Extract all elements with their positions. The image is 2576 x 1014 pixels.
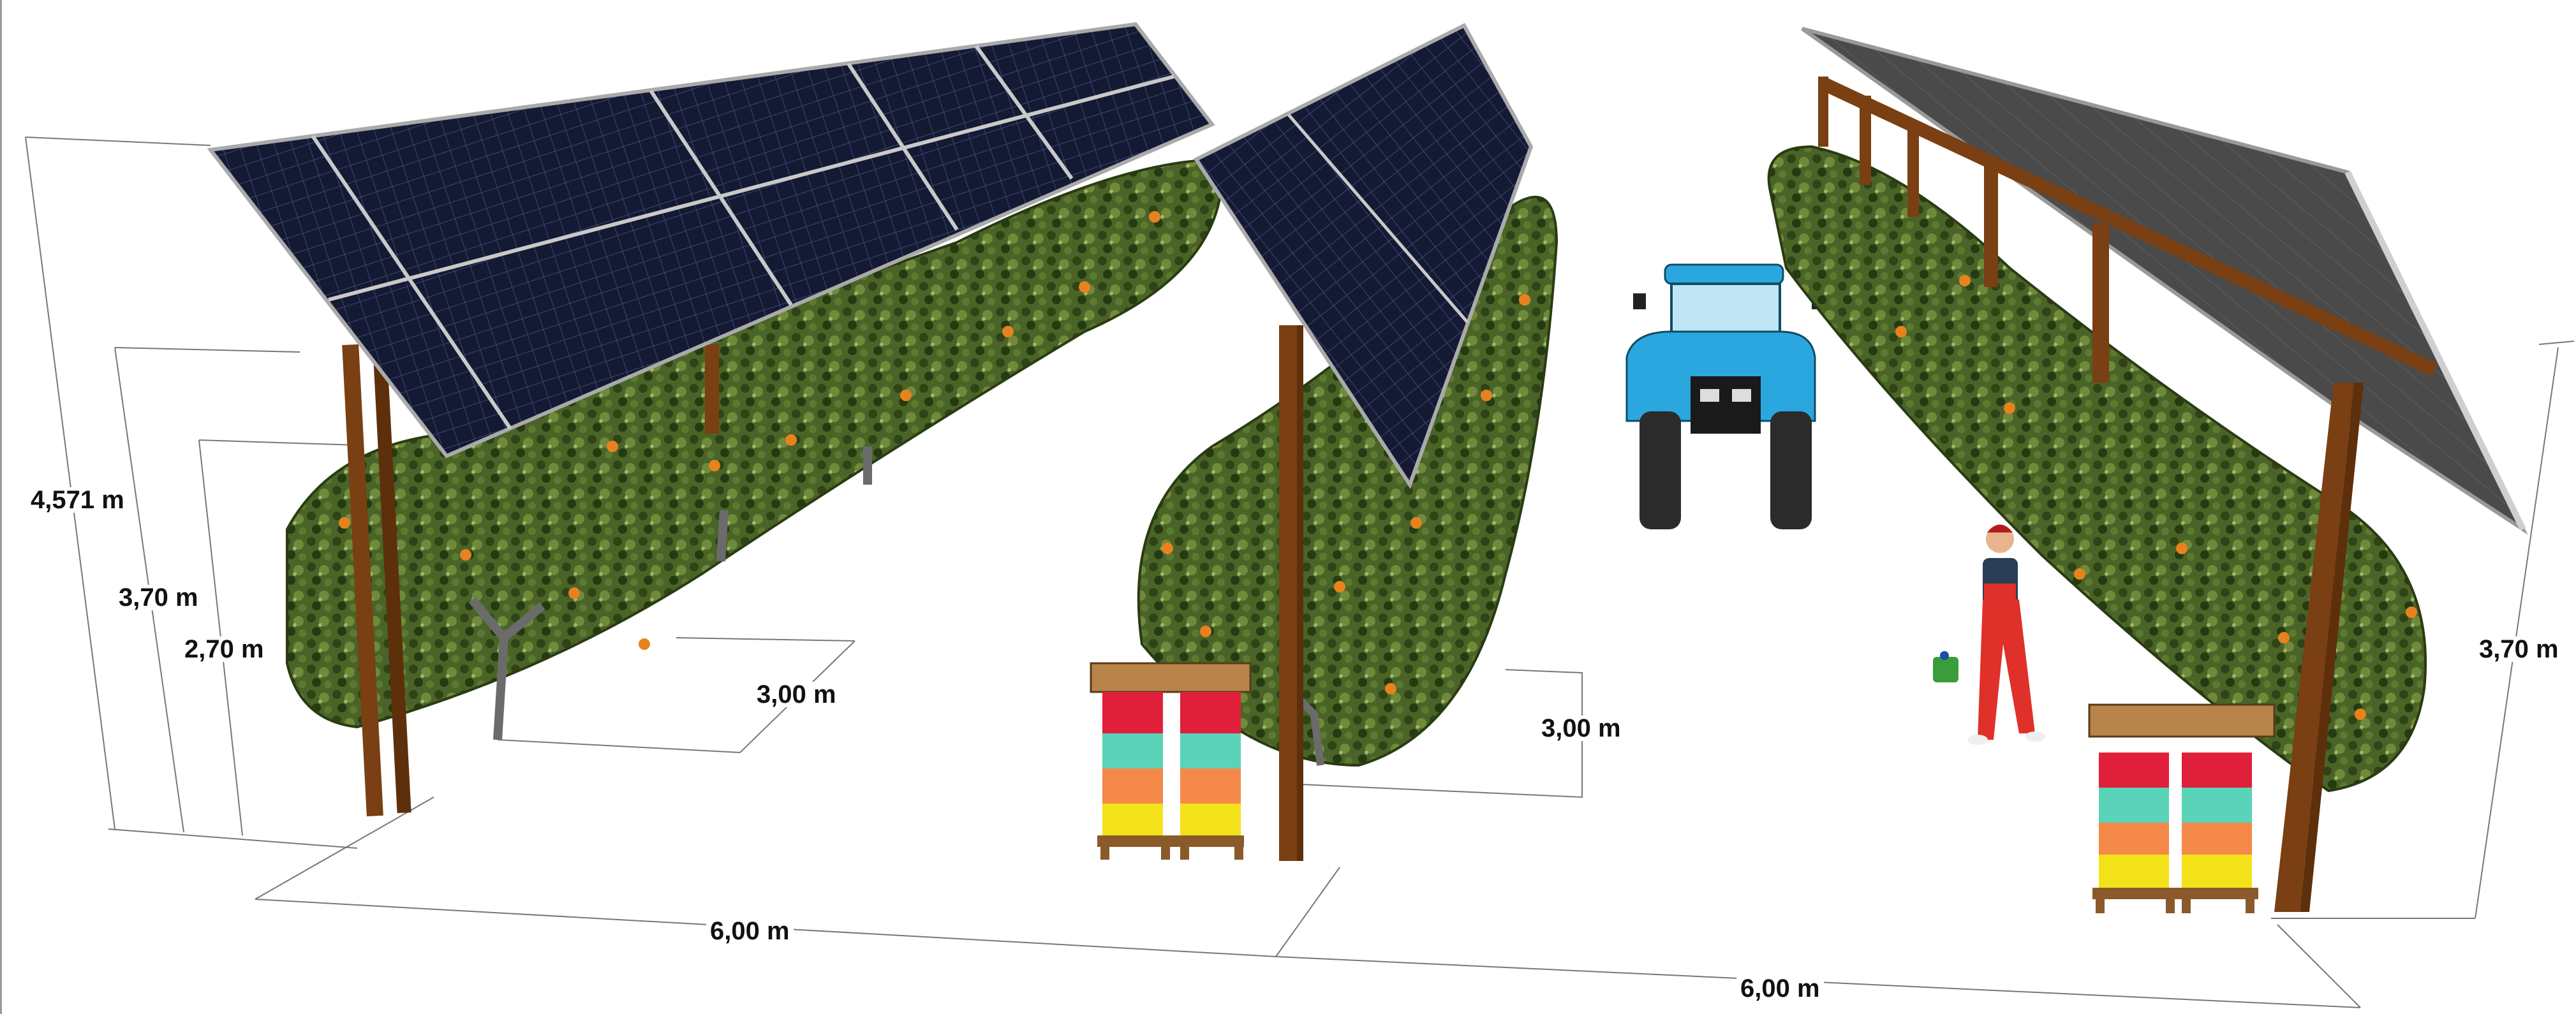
dimension-label-height-upper-left: 3,70 m: [115, 585, 202, 610]
tree-row-left: [286, 158, 1224, 740]
tree-trunks-left: [468, 446, 872, 740]
dimension-label-height-right: 3,70 m: [2475, 636, 2563, 662]
wooden-post-left-front: [342, 344, 719, 817]
tree-row-right: [1767, 145, 2427, 793]
dimension-label-row-width-left: 3,00 m: [753, 682, 840, 707]
dimension-label-height-lower-left: 2,70 m: [181, 636, 268, 662]
image-left-border: [0, 0, 2, 1014]
dimension-label-spacing-left: 6,00 m: [706, 918, 794, 944]
dimension-label-height-total: 4,571 m: [27, 487, 128, 513]
dimension-label-row-width-middle: 3,00 m: [1537, 716, 1625, 741]
solar-panel-middle: [1193, 23, 1534, 489]
wooden-pergola-right: [1818, 77, 2437, 912]
beehive-pair-middle: [1090, 662, 1252, 860]
dimension-label-spacing-right: 6,00 m: [1736, 976, 1824, 1001]
farmer: [1933, 524, 2045, 745]
wooden-post-middle: [1279, 325, 1303, 861]
oranges-left: [339, 211, 1160, 650]
beehive-pair-right: [2088, 703, 2276, 913]
tractor: [1625, 263, 1825, 529]
solar-panel-array-left: [207, 22, 1215, 459]
